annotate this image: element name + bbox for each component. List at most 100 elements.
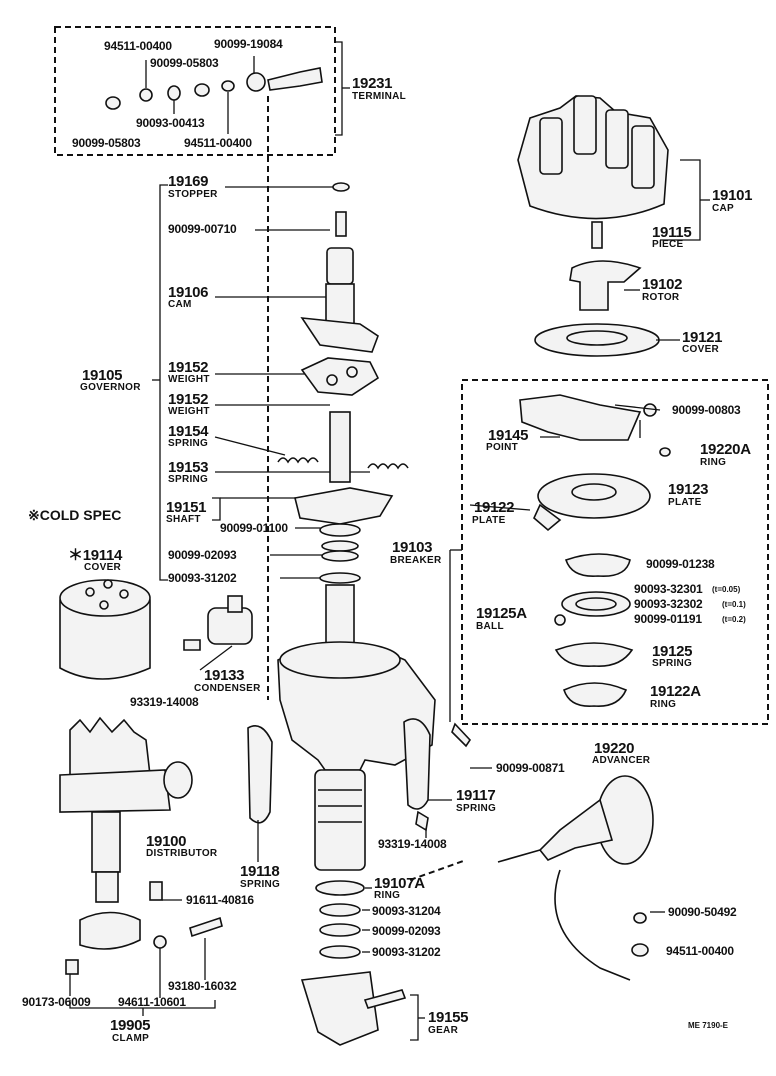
breaker-parts-drawing bbox=[469, 394, 671, 707]
ring-name: RING bbox=[700, 457, 727, 468]
governor-screw: 90099-00710 bbox=[168, 222, 237, 236]
governor-washer: 90099-01100 bbox=[220, 521, 288, 535]
terminal-parts-drawing bbox=[105, 56, 323, 134]
cam-number: 19106 bbox=[168, 284, 209, 301]
stopper-number: 19169 bbox=[168, 173, 209, 190]
spring-number: 19125 bbox=[652, 643, 693, 660]
spring2-number: 19153 bbox=[168, 459, 209, 476]
distributor-number: 19100 bbox=[146, 833, 187, 850]
plate2-number: 19122 bbox=[474, 499, 515, 516]
shim1-thickness: (t=0.05) bbox=[712, 585, 741, 594]
lower-washer1: 90093-31204 bbox=[372, 904, 441, 918]
weight1-name: WEIGHT bbox=[168, 374, 210, 385]
lower-washer3: 90093-31202 bbox=[372, 945, 441, 959]
condenser-name: CONDENSER bbox=[194, 683, 261, 694]
rotor-number: 19102 bbox=[642, 276, 683, 293]
condenser-drawing bbox=[183, 595, 253, 671]
ring-number: 19220A bbox=[700, 441, 751, 458]
lower-screw2: 93319-14008 bbox=[378, 837, 447, 851]
point-name: POINT bbox=[486, 442, 519, 453]
distributor-bolt: 91611-40816 bbox=[186, 893, 254, 907]
shim1: 90093-32301 bbox=[634, 582, 703, 596]
condenser-screw: 93319-14008 bbox=[130, 695, 199, 709]
rotor-name: ROTOR bbox=[642, 292, 680, 303]
advancer-drawing bbox=[497, 775, 665, 981]
ring2-number: 19122A bbox=[650, 683, 701, 700]
shaft-name: SHAFT bbox=[166, 514, 201, 525]
rotor-drawing bbox=[569, 260, 642, 311]
distributor-nut: 90173-06009 bbox=[22, 995, 91, 1009]
advancer-name: ADVANCER bbox=[592, 755, 651, 766]
governor-parts-drawing bbox=[277, 182, 409, 676]
ball-name: BALL bbox=[476, 621, 504, 632]
breaker-group-box bbox=[461, 379, 769, 725]
cover-number: 19121 bbox=[682, 329, 723, 346]
shim3: 90099-01191 bbox=[634, 612, 702, 626]
cap-number: 19101 bbox=[712, 187, 753, 204]
distributor-bolt2: 93180-16032 bbox=[168, 979, 237, 993]
shim2: 90093-32302 bbox=[634, 597, 703, 611]
governor-name: GOVERNOR bbox=[80, 382, 141, 393]
shim2-thickness: (t=0.1) bbox=[722, 600, 746, 609]
cap-drawing bbox=[517, 95, 710, 249]
point-number: 19145 bbox=[488, 427, 529, 444]
lower-spring2-number: 19118 bbox=[240, 863, 280, 880]
terminal-part-4: 90093-00413 bbox=[136, 116, 205, 130]
piece-number: 19115 bbox=[652, 224, 692, 241]
breaker-number: 19103 bbox=[392, 539, 433, 556]
advancer-screw: 90090-50492 bbox=[668, 905, 737, 919]
terminal-group-box bbox=[54, 26, 350, 156]
shaft-number: 19151 bbox=[166, 499, 207, 516]
weight2-number: 19152 bbox=[168, 391, 209, 408]
lower-spring-name: SPRING bbox=[456, 803, 497, 814]
governor-ring1: 90099-02093 bbox=[168, 548, 237, 562]
lower-leaders bbox=[257, 767, 492, 1041]
terminal-name: TERMINAL bbox=[352, 91, 407, 102]
lower-ring-number: 19107A bbox=[374, 875, 425, 892]
advancer-number: 19220 bbox=[594, 740, 635, 757]
shim3-thickness: (t=0.2) bbox=[722, 615, 746, 624]
cover-name: COVER bbox=[682, 344, 720, 355]
clamp-number: 19905 bbox=[110, 1017, 151, 1034]
lower-spring2-name: SPRING bbox=[240, 879, 281, 890]
governor-number: 19105 bbox=[82, 367, 123, 384]
lower-spring-number: 19117 bbox=[456, 787, 496, 804]
breaker-washer: 90099-01238 bbox=[646, 557, 715, 571]
stopper-name: STOPPER bbox=[168, 189, 218, 200]
breaker-name: BREAKER bbox=[390, 555, 442, 566]
cam-name: CAM bbox=[168, 299, 192, 310]
terminal-number: 19231 bbox=[352, 75, 393, 92]
plate1-name: PLATE bbox=[668, 497, 702, 508]
plate2-name: PLATE bbox=[472, 515, 506, 526]
cold-spec-note: ※COLD SPEC bbox=[28, 507, 122, 523]
terminal-part-5: 90099-05803 bbox=[72, 136, 141, 150]
gear-number: 19155 bbox=[428, 1009, 469, 1026]
governor-ring2: 90093-31202 bbox=[168, 571, 237, 585]
terminal-part-1: 94511-00400 bbox=[104, 39, 172, 53]
condenser-number: 19133 bbox=[204, 667, 245, 684]
advancer-nut: 94511-00400 bbox=[666, 944, 734, 958]
breaker-bracket bbox=[449, 549, 462, 722]
gear-name: GEAR bbox=[428, 1025, 459, 1036]
distributor-name: DISTRIBUTOR bbox=[146, 848, 218, 859]
plate1-number: 19123 bbox=[668, 481, 709, 498]
ring2-name: RING bbox=[650, 699, 677, 710]
lower-ring-name: RING bbox=[374, 890, 401, 901]
governor-bracket bbox=[152, 184, 370, 581]
lower-washer2: 90099-02093 bbox=[372, 924, 441, 938]
ball-number: 19125A bbox=[476, 605, 527, 622]
terminal-part-3: 90099-05803 bbox=[150, 56, 219, 70]
cold-spec-cover-drawing bbox=[59, 579, 151, 680]
spring1-name: SPRING bbox=[168, 438, 209, 449]
terminal-part-2: 90099-19084 bbox=[214, 37, 283, 51]
distributor-assembly-drawing bbox=[59, 716, 223, 975]
clamp-name: CLAMP bbox=[112, 1033, 150, 1044]
terminal-part-6: 94511-00400 bbox=[184, 136, 252, 150]
cover-drawing bbox=[534, 323, 680, 357]
cold-cover-name: COVER bbox=[84, 562, 122, 573]
weight1-number: 19152 bbox=[168, 359, 209, 376]
cold-cover-number: ＊19114 bbox=[68, 547, 123, 564]
lower-screw1: 90099-00871 bbox=[496, 761, 565, 775]
reference-code: ME 7190-E bbox=[688, 1021, 729, 1030]
